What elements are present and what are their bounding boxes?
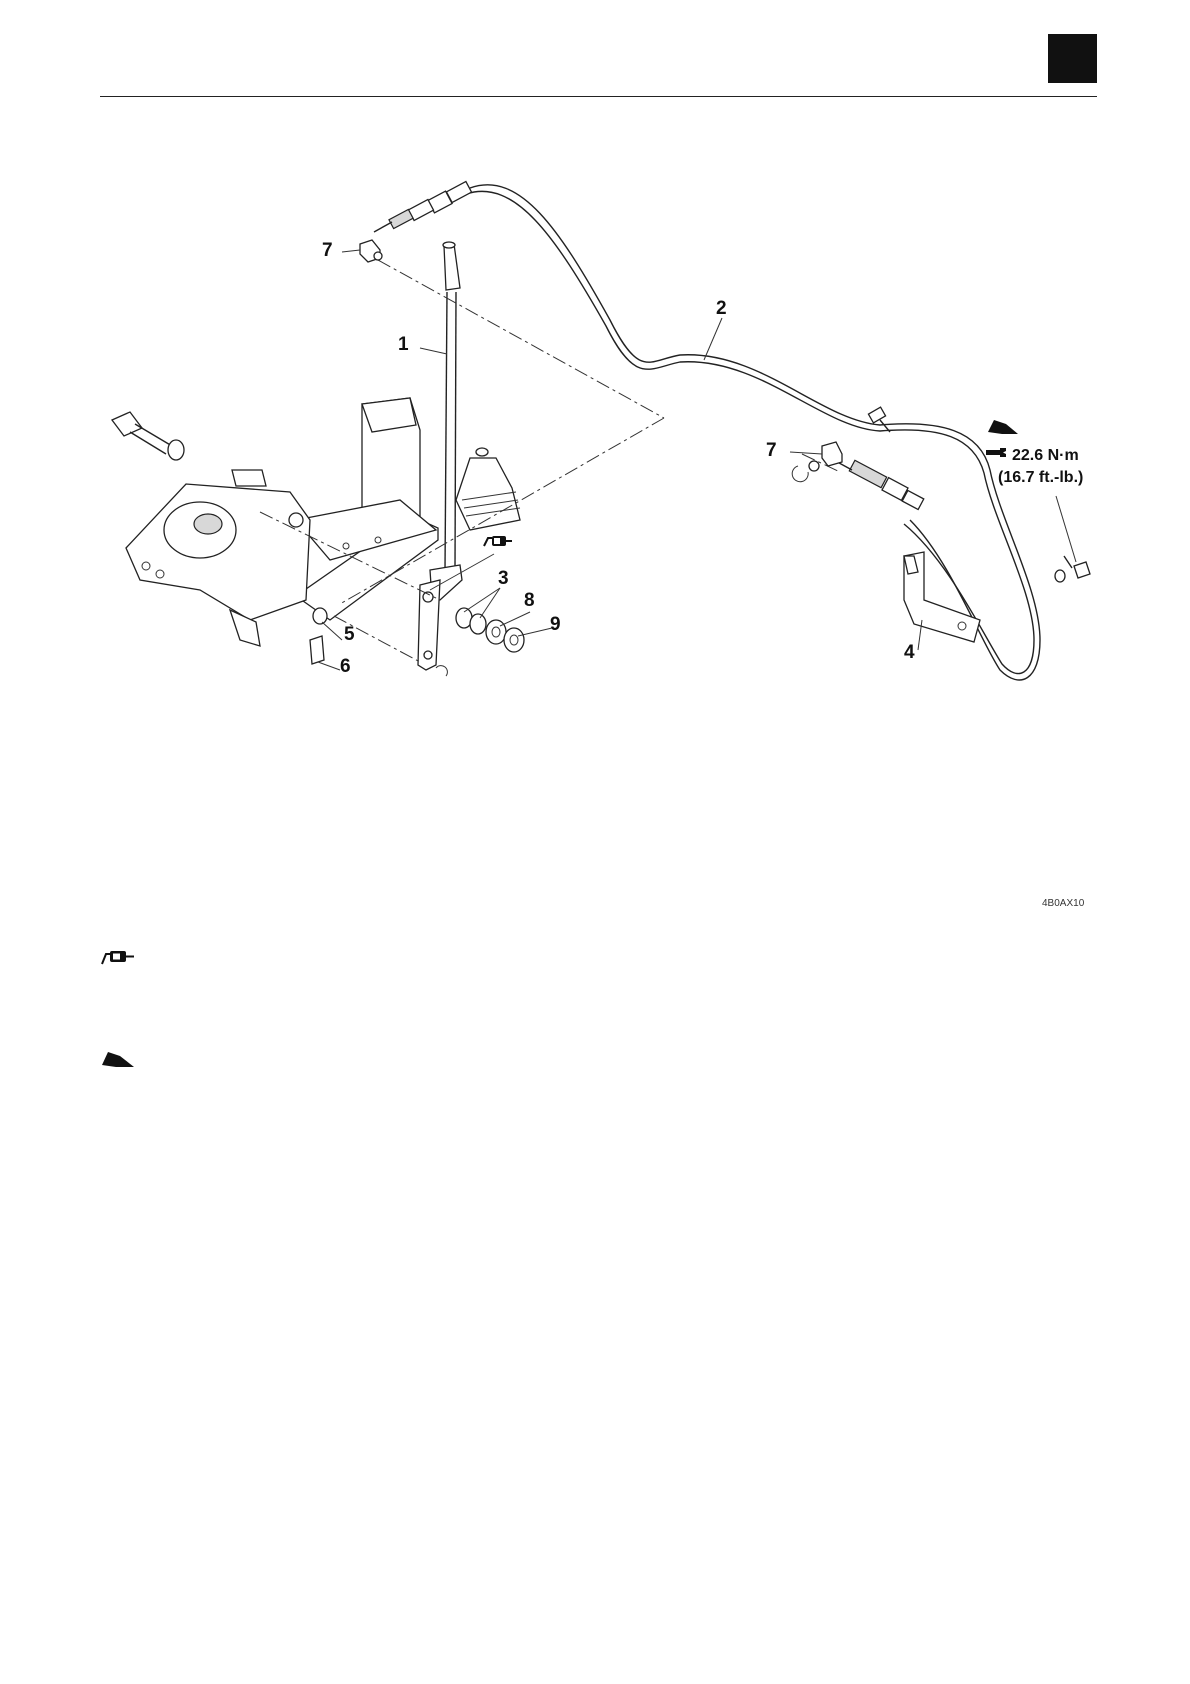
- callout-7-lower: 7: [766, 440, 777, 461]
- torque-metric: 22.6 N·m: [1012, 447, 1079, 464]
- lever-bracket: [296, 398, 438, 620]
- lower-cable-clip: [792, 442, 842, 482]
- cable-upper-end: [374, 182, 472, 232]
- callout-6: 6: [340, 656, 351, 677]
- cable-lower-end: [830, 458, 924, 510]
- mounting-plate: [126, 470, 310, 646]
- upper-left-bolt: [112, 412, 184, 460]
- shift-lever: [418, 242, 462, 670]
- callout-5: 5: [344, 624, 355, 645]
- callout-3: 3: [498, 568, 509, 589]
- grease-icon: [100, 950, 140, 966]
- figure-reference: 4B0AX10: [1042, 898, 1084, 909]
- callout-8: 8: [524, 590, 535, 611]
- callout-1: 1: [398, 334, 409, 355]
- torque-leader: [1056, 496, 1076, 562]
- cable-clamp-bolt: [868, 407, 890, 432]
- lever-clip: [436, 666, 447, 676]
- callout-7-upper: 7: [322, 240, 333, 261]
- callout-2: 2: [716, 298, 727, 319]
- grease-icon: [484, 536, 512, 546]
- callout-9: 9: [550, 614, 561, 635]
- loctite-icon: [100, 1050, 136, 1068]
- callout-4: 4: [904, 642, 915, 663]
- torque-wrench-icon: [986, 448, 1006, 457]
- nut-bolt-5-6: [310, 608, 327, 664]
- loctite-icon: [988, 420, 1018, 434]
- washers-nuts: [456, 608, 524, 652]
- right-bolt: [1055, 556, 1090, 582]
- shift-boot: [456, 448, 520, 530]
- upper-cable-clip: [360, 240, 382, 262]
- torque-imperial: (16.7 ft.-lb.): [998, 469, 1083, 486]
